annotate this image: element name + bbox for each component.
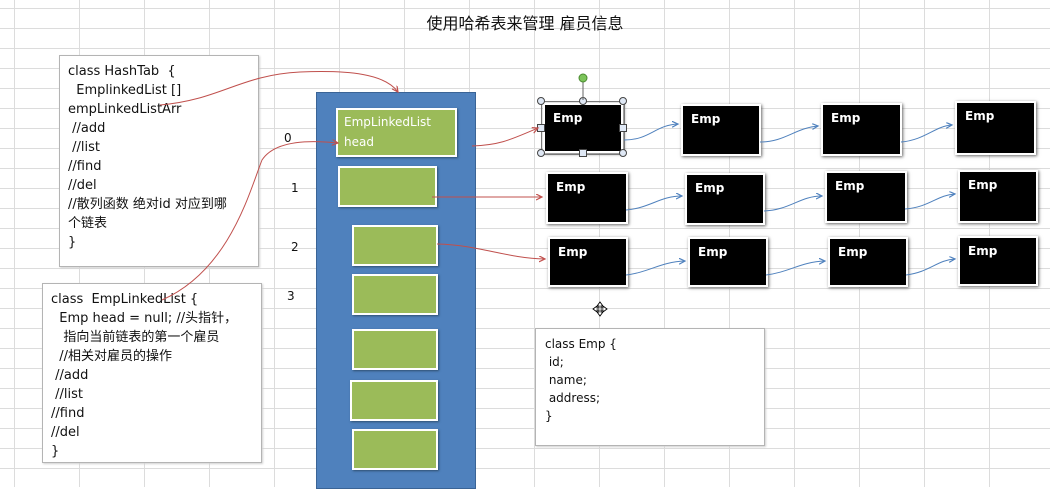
resize-handle[interactable] — [537, 149, 545, 157]
code-line: class HashTab { — [68, 64, 176, 79]
emp-node: Emp — [825, 171, 907, 223]
emp-node: Emp — [685, 173, 765, 225]
code-line: //list — [51, 387, 83, 402]
arrow-slot0-to-emp — [471, 128, 538, 147]
code-line: } — [545, 409, 553, 423]
index-label-2: 2 — [291, 240, 299, 254]
arrow-head-to-slot — [161, 142, 338, 301]
code-line: empLinkedListArr — [68, 102, 182, 117]
arrow-next — [625, 196, 682, 211]
code-line: class Emp { — [545, 337, 617, 351]
emp-node: Emp — [958, 170, 1038, 223]
code-line: address; — [545, 391, 601, 405]
array-slot — [352, 429, 438, 470]
code-line: //del — [68, 178, 97, 193]
code-line: Emp head = null; //头指针， — [51, 311, 238, 326]
code-line: //list — [68, 140, 100, 155]
emp-node: Emp — [548, 237, 628, 287]
arrow-next — [623, 124, 678, 141]
hashtab-class-box: class HashTab { EmplinkedList [] empLink… — [59, 55, 259, 267]
code-line: 指向当前链表的第一个雇员 — [51, 330, 220, 345]
code-line: } — [51, 444, 60, 459]
emp-node: Emp — [821, 103, 902, 156]
index-label-1: 1 — [291, 181, 299, 195]
resize-handle[interactable] — [579, 149, 587, 157]
resize-handle[interactable] — [619, 149, 627, 157]
hash-table-array: EmpLinkedList head — [316, 92, 476, 489]
code-line: //find — [51, 406, 85, 421]
emp-node: Emp — [955, 101, 1036, 155]
code-line: EmplinkedList [] — [68, 83, 182, 98]
array-slot — [352, 329, 438, 370]
array-slot-head: EmpLinkedList head — [336, 108, 457, 157]
resize-handle[interactable] — [619, 124, 627, 132]
code-line: 个链表 — [68, 216, 108, 231]
slot-label-line2: head — [344, 135, 374, 149]
arrow-next — [900, 125, 952, 143]
resize-handle[interactable] — [537, 97, 545, 105]
emp-node: Emp — [958, 236, 1038, 286]
emp-node: Emp — [681, 104, 761, 156]
code-line: //del — [51, 425, 80, 440]
code-line: //add — [51, 368, 89, 383]
code-line: id; — [545, 355, 564, 369]
code-line: //find — [68, 159, 102, 174]
array-slot — [338, 166, 437, 207]
index-label-0: 0 — [284, 131, 292, 145]
array-slot — [352, 225, 438, 266]
arrow-next — [625, 261, 685, 276]
rotate-handle[interactable] — [578, 73, 588, 83]
resize-handle[interactable] — [619, 97, 627, 105]
emp-node: Emp — [546, 172, 628, 224]
code-line: //散列函数 绝对id 对应到哪 — [68, 197, 227, 212]
code-line: //相关对雇员的操作 — [51, 349, 173, 364]
code-line: } — [68, 235, 77, 250]
move-cursor-icon — [592, 301, 608, 317]
code-line: name; — [545, 373, 587, 387]
emp-node: Emp — [688, 237, 768, 287]
array-slot — [350, 380, 438, 421]
arrow-next — [765, 261, 825, 276]
emplinkedlist-class-box: class EmpLinkedList { Emp head = null; /… — [42, 283, 262, 463]
arrow-next — [905, 259, 955, 276]
code-line: class EmpLinkedList { — [51, 292, 199, 307]
arrow-next — [763, 196, 822, 212]
arrow-next — [759, 126, 818, 143]
arrow-arr-to-table — [159, 71, 398, 106]
emp-node: Emp — [828, 237, 908, 287]
index-label-3: 3 — [287, 289, 295, 303]
arrow-slot2-to-emp — [436, 243, 545, 259]
page-title: 使用哈希表来管理 雇员信息 — [426, 14, 624, 33]
slot-label-line1: EmpLinkedList — [344, 115, 432, 129]
arrow-next — [904, 194, 955, 210]
emp-class-box: class Emp { id; name; address; } — [535, 328, 765, 446]
code-line: //add — [68, 121, 106, 136]
array-slot — [352, 274, 438, 315]
